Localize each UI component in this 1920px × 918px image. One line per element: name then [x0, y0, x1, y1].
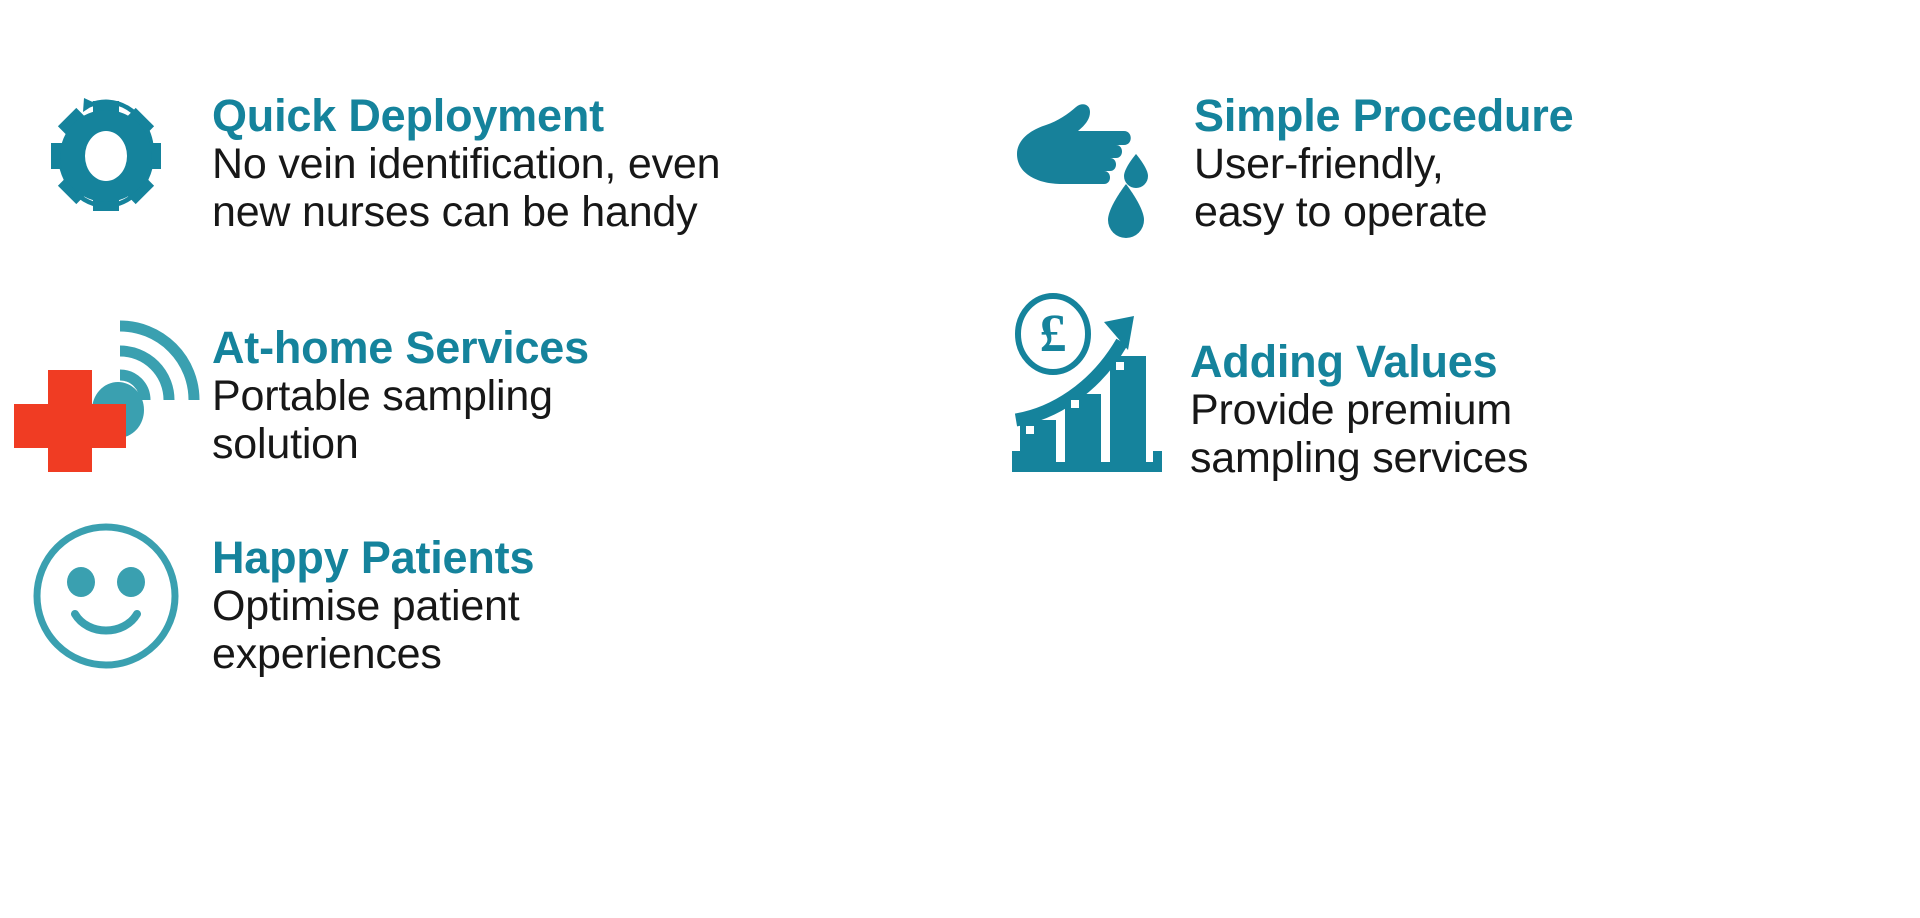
feature-description: Portable sampling solution: [212, 372, 774, 469]
feature-adding-values: £ Addi: [1012, 290, 1802, 483]
feature-title: At-home Services: [212, 322, 589, 373]
feature-description-line: No vein identification, even: [212, 139, 721, 188]
smiley-face-icon: [30, 520, 182, 672]
feature-description: Provide premium sampling services: [1190, 386, 1802, 483]
medical-cross-wifi-icon: [14, 302, 200, 472]
feature-text-block: Adding Values Provide premium sampling s…: [1190, 290, 1802, 483]
feature-simple-procedure: Simple Procedure User-friendly, easy to …: [1012, 78, 1802, 238]
feature-title: Quick Deployment: [212, 90, 604, 141]
feature-description-line: easy to operate: [1194, 188, 1488, 237]
feature-text-block: At-home Services Portable sampling solut…: [212, 288, 774, 469]
feature-description-line: new nurses can be handy: [212, 188, 698, 237]
feature-description-line: solution: [212, 420, 359, 469]
feature-title: Simple Procedure: [1194, 90, 1574, 141]
pound-growth-chart-icon: £: [1012, 293, 1168, 474]
feature-description: Optimise patient experiences: [212, 582, 790, 679]
feature-quick-deployment: Quick Deployment No vein identification,…: [30, 78, 790, 237]
feature-text-block: Simple Procedure User-friendly, easy to …: [1194, 78, 1802, 237]
gear-refresh-icon: [30, 78, 182, 230]
feature-description-line: experiences: [212, 630, 442, 679]
feature-text-block: Happy Patients Optimise patient experien…: [212, 520, 790, 679]
feature-description-line: Portable sampling: [212, 371, 553, 420]
feature-at-home-services: At-home Services Portable sampling solut…: [14, 288, 774, 472]
feature-description-line: User-friendly,: [1194, 139, 1444, 188]
feature-text-block: Quick Deployment No vein identification,…: [212, 78, 790, 237]
feature-description-line: Provide premium: [1190, 385, 1512, 434]
feature-description-line: Optimise patient: [212, 581, 520, 630]
feature-title: Adding Values: [1190, 336, 1498, 387]
feature-description: User-friendly, easy to operate: [1194, 140, 1802, 237]
svg-text:£: £: [1040, 303, 1067, 363]
feature-title: Happy Patients: [212, 532, 535, 583]
feature-description-line: sampling services: [1190, 434, 1529, 483]
feature-happy-patients: Happy Patients Optimise patient experien…: [30, 520, 790, 679]
finger-blood-drop-icon: [1012, 92, 1172, 238]
feature-description: No vein identification, even new nurses …: [212, 140, 790, 237]
